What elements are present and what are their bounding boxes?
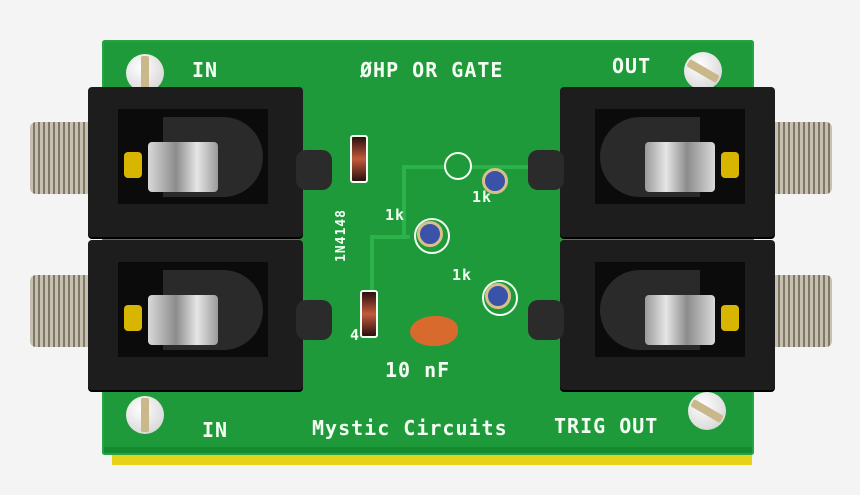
label-resistor-1: 1k — [472, 188, 493, 206]
label-top-center: ØHP OR GATE — [360, 58, 504, 82]
label-diode-ref: 4 — [350, 326, 361, 344]
jack-thread-bottom-left — [30, 275, 92, 347]
diode-upper — [350, 135, 368, 183]
resistor-1 — [482, 168, 508, 194]
label-resistor-3: 1k — [452, 266, 473, 284]
label-brand: Mystic Circuits — [312, 416, 508, 440]
trace — [402, 165, 542, 169]
trace — [370, 235, 410, 239]
label-diode-part: 1N4148 — [334, 209, 349, 262]
diode-lower — [360, 290, 378, 338]
jack-thread-bottom-right — [770, 275, 832, 347]
trace — [370, 235, 374, 325]
jack-tab — [296, 150, 332, 190]
capacitor — [410, 316, 458, 346]
jack-top-left — [88, 87, 303, 237]
jack-bottom-left — [88, 240, 303, 390]
jack-thread-top-left — [30, 122, 92, 194]
jack-thread-top-right — [770, 122, 832, 194]
jack-top-right — [560, 87, 775, 237]
label-capacitor: 10 nF — [385, 358, 451, 382]
screw-top-right — [684, 52, 722, 90]
screw-bottom-left — [126, 396, 164, 434]
jack-bottom-right — [560, 240, 775, 390]
screw-bottom-right — [688, 392, 726, 430]
label-trig-out: TRIG OUT — [554, 414, 659, 438]
label-top-right-out: OUT — [612, 54, 652, 78]
label-top-left-in: IN — [192, 58, 219, 82]
jack-tab — [296, 300, 332, 340]
label-bottom-left-in: IN — [202, 418, 229, 442]
jack-tab — [528, 300, 564, 340]
label-resistor-2: 1k — [385, 206, 406, 224]
pad — [444, 152, 472, 180]
resistor-3 — [485, 283, 511, 309]
resistor-2 — [417, 221, 443, 247]
jack-tab — [528, 150, 564, 190]
trace — [402, 165, 406, 237]
screw-top-left — [126, 54, 164, 92]
